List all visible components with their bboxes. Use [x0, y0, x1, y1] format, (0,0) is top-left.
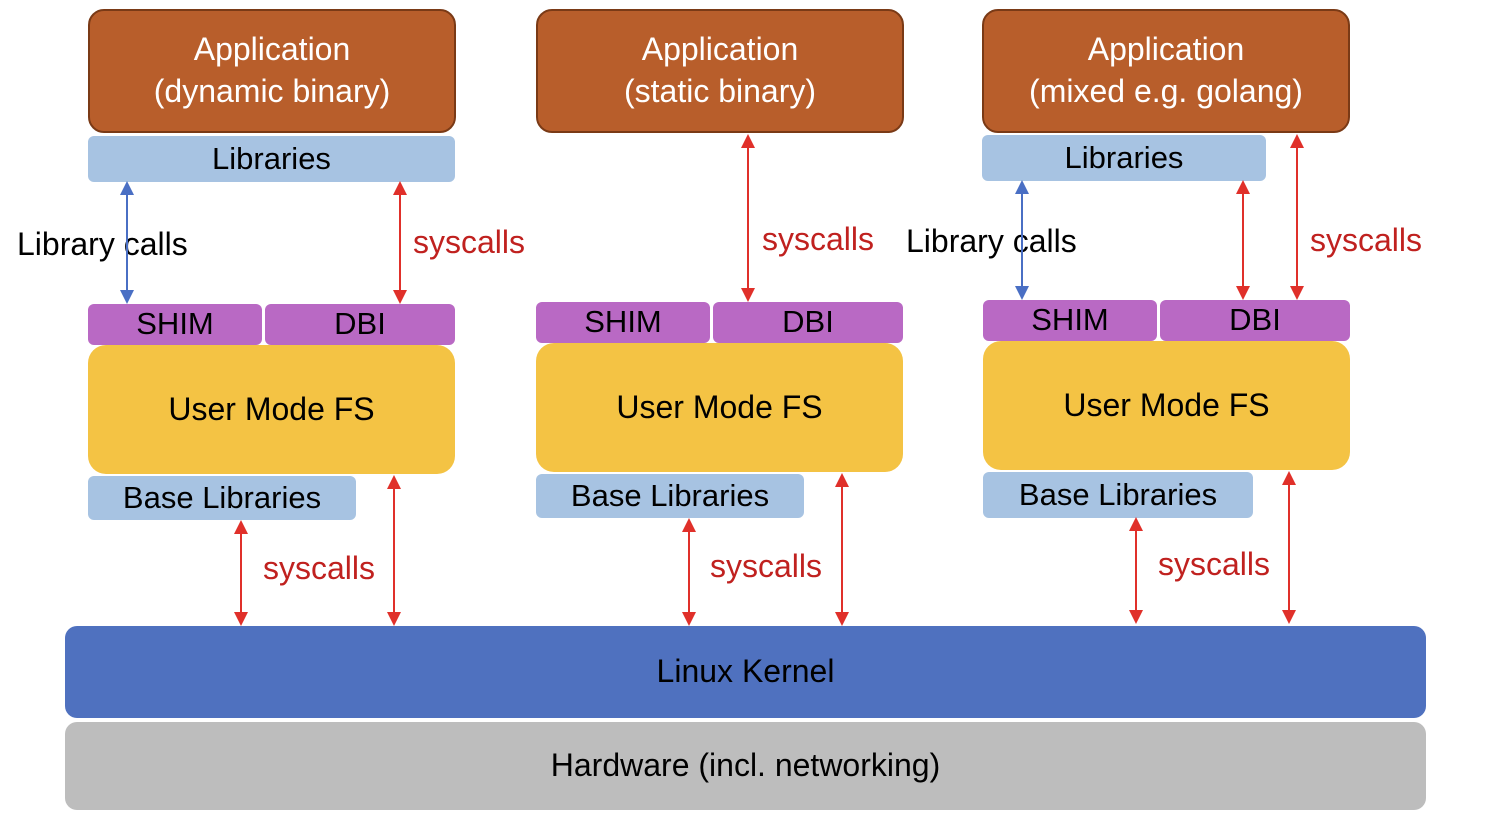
application-subtitle: (mixed e.g. golang): [1029, 73, 1303, 109]
libraries-box: Libraries: [88, 136, 455, 182]
library-calls-label: Library calls: [906, 223, 1077, 259]
base-libraries-box: Base Libraries: [88, 476, 356, 520]
syscalls-upper-label: syscalls: [1310, 222, 1423, 258]
application-subtitle: (static binary): [623, 73, 817, 109]
base-libraries-box: Base Libraries: [536, 474, 804, 518]
dbi-box: DBI: [265, 304, 455, 345]
library-calls-label: Library calls: [17, 226, 188, 262]
base-libraries-box: Base Libraries: [983, 472, 1253, 518]
syscalls-upper-label: syscalls: [413, 224, 526, 260]
application-mixed-box: Application (mixed e.g. golang): [982, 9, 1350, 133]
user-mode-fs-box: User Mode FS: [536, 343, 903, 472]
user-mode-fs-box: User Mode FS: [88, 345, 455, 474]
syscalls-lower-label: syscalls: [263, 550, 376, 586]
application-title: Application: [641, 31, 799, 68]
syscalls-upper-label: syscalls: [762, 221, 875, 257]
shim-box: SHIM: [983, 300, 1157, 341]
application-title: Application: [193, 31, 351, 68]
user-mode-fs-box: User Mode FS: [983, 341, 1350, 470]
application-static-box: Application (static binary): [536, 9, 904, 133]
dbi-box: DBI: [713, 302, 903, 343]
linux-kernel-bar: Linux Kernel: [65, 626, 1426, 718]
application-subtitle: (dynamic binary): [153, 73, 391, 109]
dbi-box: DBI: [1160, 300, 1350, 341]
syscalls-lower-label: syscalls: [710, 548, 823, 584]
syscalls-lower-label: syscalls: [1158, 546, 1271, 582]
shim-box: SHIM: [536, 302, 710, 343]
application-dynamic-box: Application (dynamic binary): [88, 9, 456, 133]
application-title: Application: [1087, 31, 1245, 68]
hardware-bar: Hardware (incl. networking): [65, 722, 1426, 810]
shim-box: SHIM: [88, 304, 262, 345]
libraries-box: Libraries: [982, 135, 1266, 181]
